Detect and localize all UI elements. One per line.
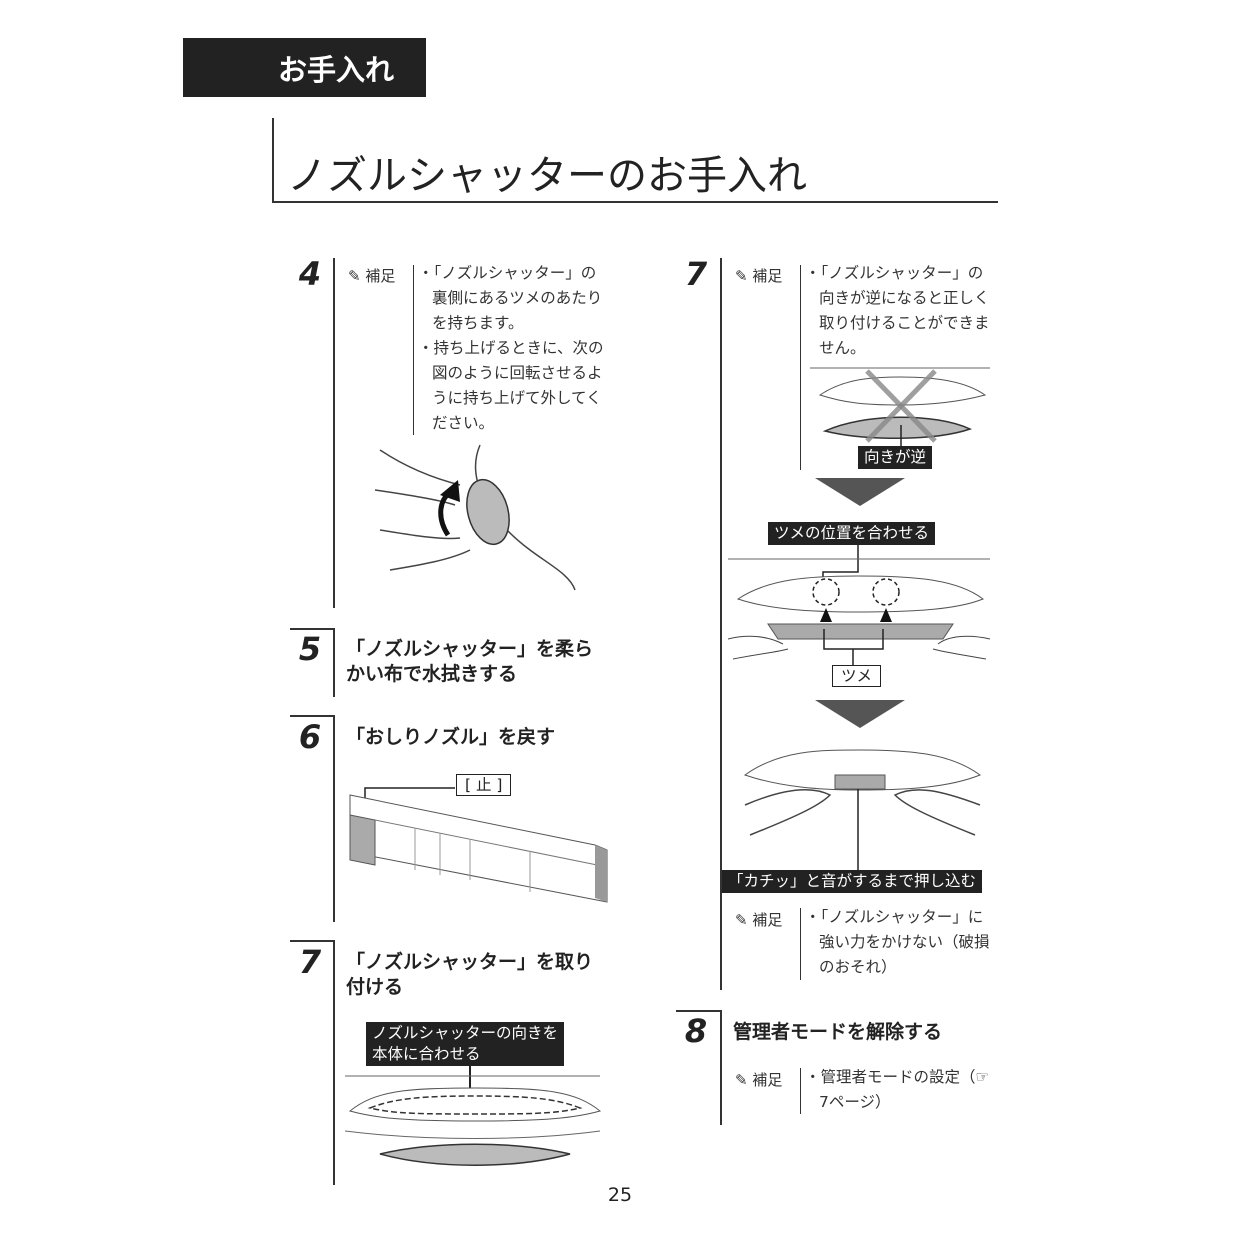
note-label: ✎ 補足 (735, 267, 783, 285)
down-arrow-icon (815, 700, 905, 728)
step-8-number: 8 (684, 1012, 708, 1050)
step7-rule-h (290, 940, 333, 942)
note-rule (800, 1068, 801, 1114)
align-claws-illustration (728, 544, 991, 666)
step-4-number: 4 (298, 255, 322, 293)
heading-line: 「ノズルシャッター」を柔ら (346, 638, 594, 660)
heading-line: かい布で水拭きする (346, 663, 518, 685)
step-7-number: 7 (298, 943, 322, 981)
step7r-notes: ・「ノズルシャッター」の向きが逆になると正しく取り付けることができません。 (805, 261, 995, 361)
note-label-text: 補足 (752, 1071, 783, 1089)
step8-rule (720, 1010, 722, 1125)
title-underline (272, 201, 998, 203)
step6-rule-h (290, 715, 333, 717)
wrong-orientation-illustration (810, 367, 990, 447)
step4-rule (333, 258, 335, 608)
remote-panel-illustration (349, 787, 608, 903)
step6-rule (333, 715, 335, 922)
step5-heading: 「ノズルシャッター」を柔ら かい布で水拭きする (346, 637, 593, 687)
step4-notes: ・「ノズルシャッター」の裏側にあるツメのあたりを持ちます。 ・持ち上げるときに、… (418, 261, 608, 436)
align-claws-label: ツメの位置を合わせる (768, 522, 936, 545)
step8-rule-h (676, 1010, 720, 1012)
step7r-notes2: ・「ノズルシャッター」に強い力をかけない（破損のおそれ） (805, 905, 995, 980)
step-5-number: 5 (298, 630, 322, 668)
page-title: ノズルシャッターのお手入れ (287, 153, 807, 199)
step7-heading: 「ノズルシャッター」を取り 付ける (346, 950, 593, 1000)
note-label: ✎ 補足 (735, 1071, 783, 1089)
note-label: ✎ 補足 (735, 911, 783, 929)
note-label-text: 補足 (752, 911, 783, 929)
note-item: ・「ノズルシャッター」の裏側にあるツメのあたりを持ちます。 (418, 264, 603, 332)
step8-notes: ・管理者モードの設定（☞7ページ） (805, 1065, 995, 1115)
note-item: ・管理者モードの設定（☞7ページ） (805, 1068, 990, 1111)
shutter-orientation-illustration (345, 1066, 602, 1166)
heading-line: 付ける (346, 976, 404, 998)
step5-rule-h (290, 628, 333, 630)
hand-removing-shutter-illustration (374, 444, 576, 591)
note-item: ・「ノズルシャッター」の向きが逆になると正しく取り付けることができません。 (805, 264, 990, 357)
title-rule (272, 118, 274, 203)
note-item: ・持ち上げるときに、次の図のように回転させるように持ち上げて外してください。 (418, 339, 604, 432)
step5-rule (333, 628, 335, 697)
note-item: ・「ノズルシャッター」に強い力をかけない（破損のおそれ） (805, 908, 990, 976)
push-until-click-label: 「カチッ」と音がするまで押し込む (722, 870, 983, 893)
note-label: ✎ 補足 (348, 267, 396, 285)
orientation-callout: ノズルシャッターの向きを 本体に合わせる (366, 1022, 565, 1066)
step-6-number: 6 (298, 718, 322, 756)
step7-rule (333, 940, 335, 1185)
note-label-text: 補足 (365, 267, 396, 285)
step-7-right-number: 7 (684, 255, 708, 293)
step7r-rule (720, 258, 722, 990)
note-rule (413, 265, 414, 435)
push-in-illustration (743, 749, 982, 873)
wrong-orientation-label: 向きが逆 (858, 446, 933, 469)
note-rule (800, 265, 801, 470)
down-arrow-icon (815, 478, 905, 506)
page-number: 25 (607, 1184, 633, 1206)
step8-heading: 管理者モードを解除する (733, 1021, 943, 1043)
claw-label: ツメ (832, 665, 882, 687)
heading-line: 「ノズルシャッター」を取り (346, 951, 594, 973)
note-label-text: 補足 (752, 267, 783, 285)
section-tag: お手入れ (183, 38, 426, 97)
callout-line: 本体に合わせる (372, 1045, 481, 1063)
stop-button-callout: [ 止 ] (456, 774, 512, 796)
step6-heading: 「おしりノズル」を戻す (346, 726, 556, 748)
callout-line: ノズルシャッターの向きを (372, 1024, 559, 1042)
note-rule (800, 908, 801, 980)
